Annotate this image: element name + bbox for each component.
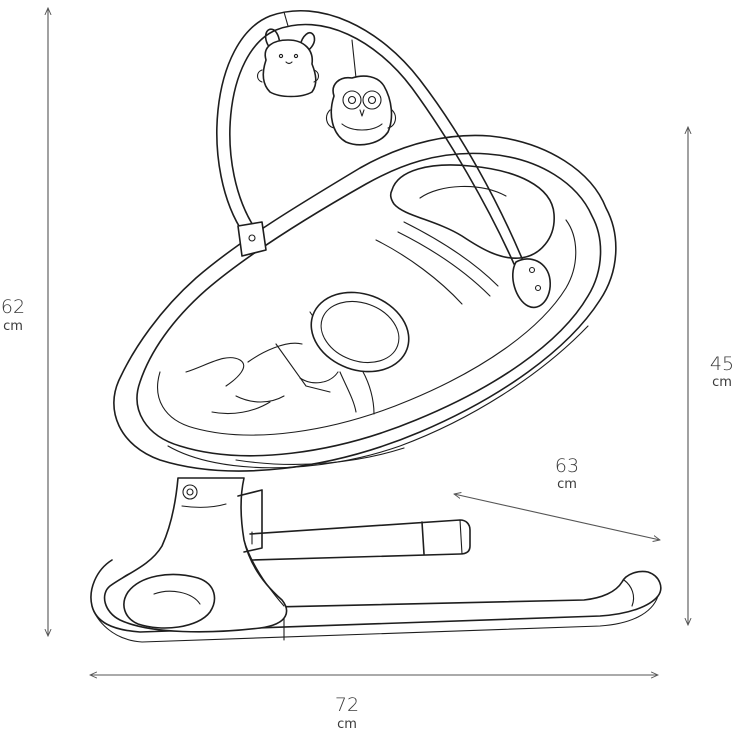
headrest [375, 164, 555, 305]
seat-height-unit: cm [712, 375, 732, 390]
rear-crossbar [249, 519, 471, 561]
seat-height-dimension: 45 cm [688, 127, 736, 625]
owl-toy-icon [325, 39, 397, 146]
toy-arch [216, 9, 551, 309]
width-unit: cm [337, 717, 357, 732]
depth-dimension-line [454, 494, 660, 540]
right-arch-clip [512, 258, 551, 309]
left-arch-clip [237, 221, 267, 257]
depth-value: 63 [555, 455, 579, 477]
stand-housing [103, 477, 288, 633]
bumper-bar [310, 291, 410, 373]
height-unit: cm [3, 319, 23, 334]
depth-unit: cm [557, 477, 577, 492]
height-value: 62 [1, 296, 25, 318]
width-dimension: 72 cm [90, 675, 658, 732]
knob-icon [182, 484, 198, 500]
depth-dimension: 63 cm [454, 455, 660, 540]
baby-bouncer-illustration [90, 9, 662, 643]
height-dimension: 62 cm [0, 8, 48, 636]
seat-height-value: 45 [710, 353, 734, 375]
width-value: 72 [335, 694, 359, 716]
bunny-toy-icon [256, 11, 320, 98]
